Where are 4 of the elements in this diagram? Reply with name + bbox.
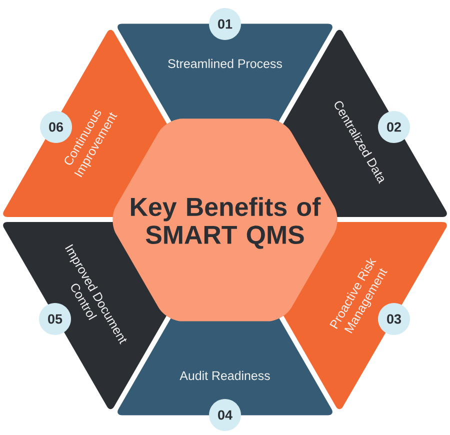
number-badge: 04 bbox=[209, 399, 241, 431]
number-badge: 01 bbox=[209, 8, 241, 40]
number-badge: 03 bbox=[378, 303, 410, 335]
number-badge: 05 bbox=[39, 303, 71, 335]
